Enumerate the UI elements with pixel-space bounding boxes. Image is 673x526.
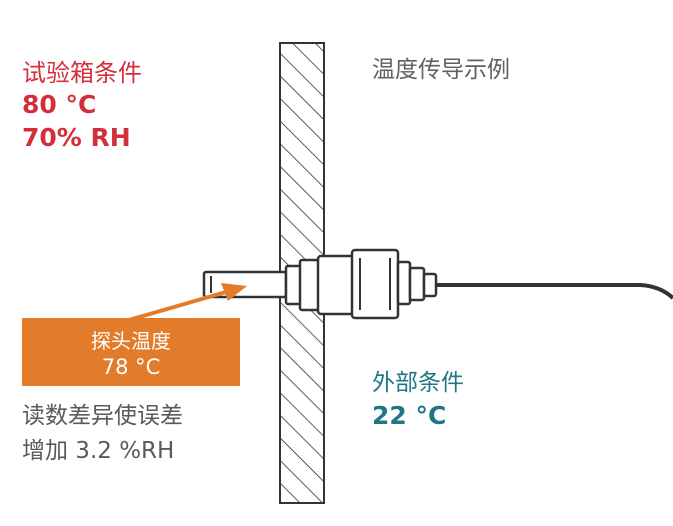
external-temperature: 22 °C [372, 401, 447, 430]
probe-temperature-box: 探头温度 78 °C [22, 318, 240, 386]
probe-cable [436, 283, 673, 300]
diagram-title: 温度传导示例 [372, 57, 510, 83]
chamber-conditions-title: 试验箱条件 [22, 59, 142, 87]
probe-fitting [350, 248, 400, 320]
chamber-temperature: 80 °C [22, 90, 97, 119]
external-conditions-title: 外部条件 [372, 370, 464, 396]
probe-pointer-arrow [121, 283, 247, 324]
error-note-line-2: 增加 3.2 %RH [22, 438, 175, 464]
chamber-humidity: 70% RH [22, 123, 131, 152]
error-note-line-1: 读数差异使误差 [22, 403, 183, 429]
probe-body [202, 248, 438, 320]
probe-temperature-label: 探头温度 [91, 329, 171, 353]
probe-temperature-value: 78 °C [101, 355, 161, 379]
